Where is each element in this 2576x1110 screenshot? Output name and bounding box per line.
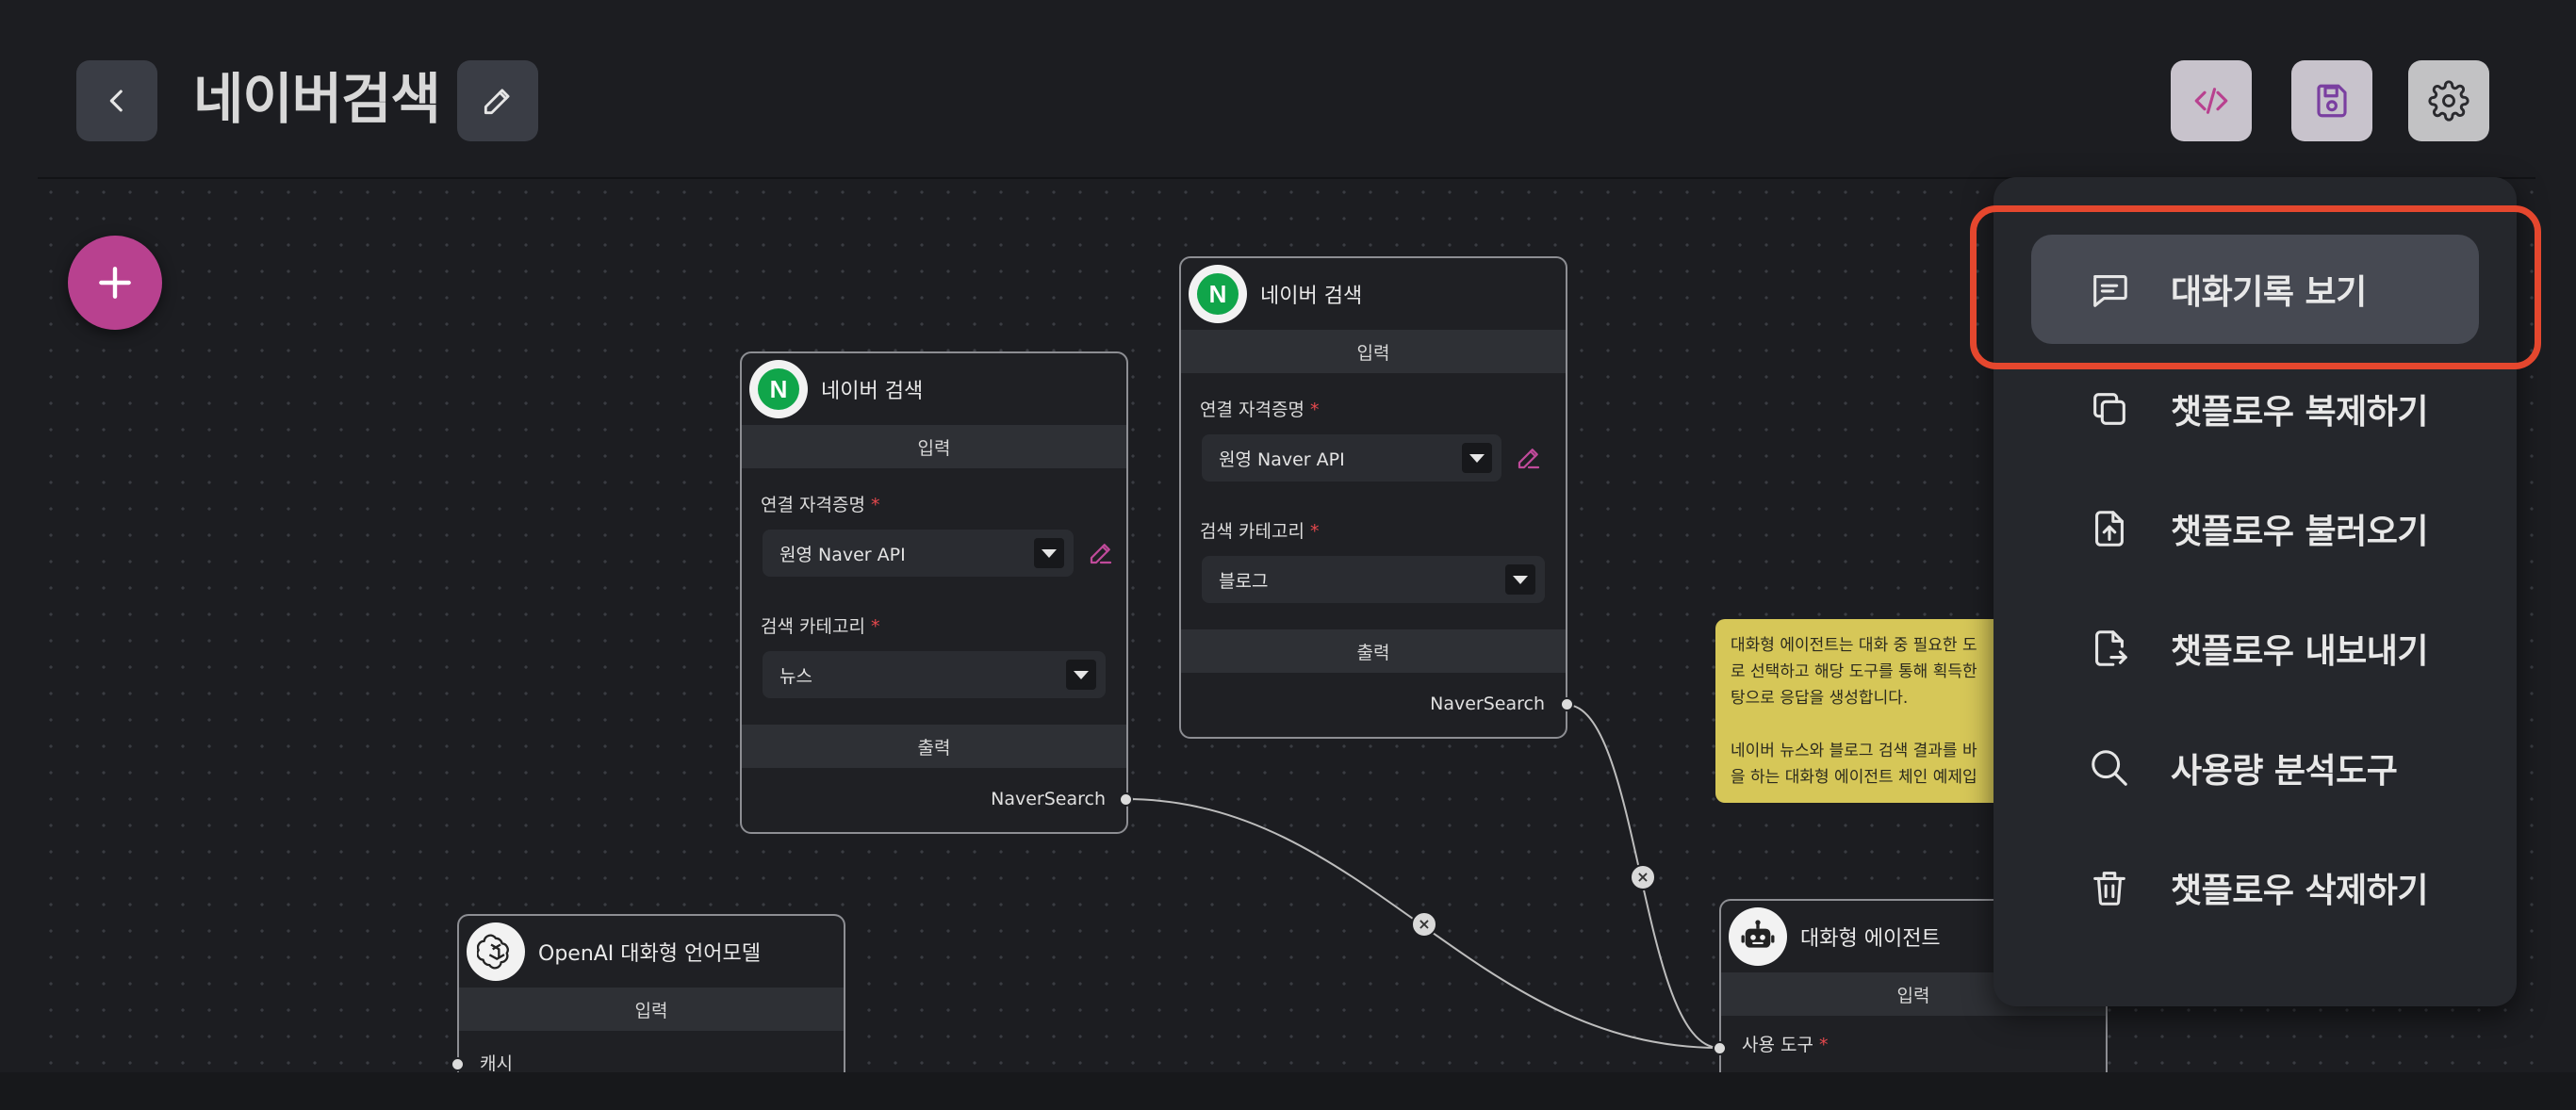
delete-edge-button[interactable]: ×	[1630, 864, 1656, 890]
input-section-header: 입력	[459, 988, 844, 1031]
menu-item-delete[interactable]: 챗플로우 삭제하기	[2031, 833, 2479, 942]
naver-search-node[interactable]: N 네이버 검색 입력 연결 자격증명 * 원영 Naver API 검색 카테…	[1179, 256, 1567, 739]
edit-title-button[interactable]	[457, 60, 538, 141]
menu-item-label: 챗플로우 삭제하기	[2171, 872, 2429, 910]
cache-label: 캐시	[480, 1053, 513, 1072]
required-mark: *	[1819, 1035, 1829, 1055]
required-mark: *	[1309, 400, 1320, 420]
naver-logo-letter: N	[758, 368, 799, 410]
credential-select[interactable]: 원영 Naver API	[763, 530, 1074, 577]
file-export-icon	[2095, 630, 2127, 666]
chevron-down-icon	[1034, 538, 1064, 568]
tools-label-text: 사용 도구	[1742, 1035, 1813, 1055]
node-title: 대화형 에이전트	[1800, 927, 1941, 951]
naver-logo-letter: N	[1197, 273, 1239, 315]
node-title: 네이버 검색	[821, 380, 924, 403]
node-title: OpenAI 대화형 언어모델	[538, 942, 761, 966]
output-handle[interactable]	[1560, 697, 1574, 711]
edit-credential-icon[interactable]	[1515, 444, 1543, 472]
category-select[interactable]: 뉴스	[763, 651, 1106, 698]
credential-value: 원영 Naver API	[779, 544, 906, 565]
category-label-text: 검색 카테고리	[1200, 521, 1304, 542]
top-bar: 네이버검색	[0, 0, 2576, 175]
credential-label-text: 연결 자격증명	[1200, 400, 1304, 420]
input-section-header: 입력	[1181, 330, 1566, 373]
required-mark: *	[870, 616, 880, 637]
chevron-left-icon	[109, 90, 123, 112]
naver-logo-icon: N	[1189, 265, 1247, 323]
code-icon	[2194, 88, 2228, 114]
naver-search-node[interactable]: N 네이버 검색 입력 연결 자격증명 * 원영 Naver API 검색 카테…	[740, 351, 1128, 834]
category-select[interactable]: 블로그	[1202, 556, 1545, 603]
node-title: 네이버 검색	[1260, 285, 1363, 308]
save-icon	[2317, 84, 2347, 118]
category-label: 검색 카테고리 *	[1181, 517, 1566, 543]
output-handle[interactable]	[1119, 792, 1133, 807]
sticky-note-blank-line	[1731, 711, 2011, 738]
delete-edge-button[interactable]: ×	[1411, 911, 1437, 938]
chevron-down-icon	[1462, 443, 1492, 473]
settings-button[interactable]	[2408, 60, 2489, 141]
credential-label: 연결 자격증명 *	[742, 491, 1126, 516]
highlight-annotation-box	[1970, 205, 2541, 369]
menu-item-label: 챗플로우 불러오기	[2171, 513, 2429, 551]
output-section-header: 출력	[742, 725, 1126, 768]
menu-item-load[interactable]: 챗플로우 불러오기	[2031, 474, 2479, 583]
output-name: NaverSearch	[1430, 694, 1545, 714]
chevron-down-icon	[1066, 660, 1096, 690]
input-handle[interactable]	[451, 1057, 465, 1071]
canvas-bottom-edge	[0, 1072, 2576, 1110]
settings-menu: 대화기록 보기 챗플로우 복제하기 챗플로우 불러오기 챗플로우 내보내기 사용…	[1994, 177, 2517, 1006]
sticky-note-line: 을 하는 대화형 에이전트 체인 예제입	[1731, 768, 1977, 787]
output-section-header: 출력	[1181, 629, 1566, 673]
conversational-agent-node[interactable]: 대화형 에이전트 입력 사용 도구 *	[1719, 899, 2108, 1072]
pencil-icon	[484, 89, 510, 115]
menu-item-label: 챗플로우 내보내기	[2171, 632, 2429, 671]
required-mark: *	[1309, 521, 1320, 542]
openai-chat-model-node[interactable]: OpenAI 대화형 언어모델 입력 캐시	[457, 914, 845, 1072]
robot-icon	[1729, 907, 1787, 966]
sticky-note-line: 대화형 에이전트는 대화 중 필요한 도	[1731, 636, 1977, 655]
credential-select[interactable]: 원영 Naver API	[1202, 434, 1501, 482]
save-button[interactable]	[2291, 60, 2372, 141]
sticky-note-line: 네이버 뉴스와 블로그 검색 결과를 바	[1731, 742, 1977, 760]
sticky-note-line: 로 선택하고 해당 도구를 통해 획득한	[1731, 662, 1977, 681]
menu-item-duplicate[interactable]: 챗플로우 복제하기	[2031, 354, 2479, 464]
search-icon	[2092, 750, 2127, 786]
openai-logo-icon	[467, 922, 525, 981]
file-upload-icon	[2095, 511, 2124, 547]
chevron-down-icon	[1505, 564, 1535, 595]
category-label-text: 검색 카테고리	[761, 616, 865, 637]
menu-item-label: 챗플로우 복제하기	[2171, 393, 2429, 432]
menu-item-label: 사용량 분석도구	[2171, 752, 2398, 791]
naver-logo-icon: N	[749, 360, 808, 418]
back-button[interactable]	[76, 60, 157, 141]
required-mark: *	[870, 495, 880, 515]
page-title: 네이버검색	[193, 67, 441, 131]
sticky-note[interactable]: 대화형 에이전트는 대화 중 필요한 도 로 선택하고 해당 도구를 통해 획득…	[1715, 619, 2026, 803]
category-value: 뉴스	[779, 665, 812, 687]
menu-item-view-messages[interactable]: 대화기록 보기	[2031, 235, 2479, 344]
category-value: 블로그	[1219, 570, 1269, 592]
plus-icon	[99, 267, 131, 299]
menu-item-analytics[interactable]: 사용량 분석도구	[2031, 713, 2479, 823]
tools-input-handle[interactable]	[1713, 1041, 1727, 1055]
add-node-button[interactable]	[68, 236, 162, 330]
edit-credential-icon[interactable]	[1087, 539, 1115, 567]
input-section-header: 입력	[742, 425, 1126, 468]
category-label: 검색 카테고리 *	[742, 612, 1126, 638]
embed-code-button[interactable]	[2171, 60, 2252, 141]
output-name: NaverSearch	[991, 789, 1106, 809]
menu-item-label: 대화기록 보기	[2171, 273, 2367, 312]
trash-icon	[2093, 872, 2125, 906]
menu-item-export[interactable]: 챗플로우 내보내기	[2031, 594, 2479, 703]
credential-label: 연결 자격증명 *	[1181, 396, 1566, 421]
credential-label-text: 연결 자격증명	[761, 495, 865, 515]
chat-icon	[2093, 275, 2127, 307]
tools-label: 사용 도구 *	[1721, 1031, 2106, 1056]
duplicate-icon	[2093, 393, 2125, 425]
gear-icon	[2428, 80, 2469, 122]
credential-value: 원영 Naver API	[1219, 449, 1345, 470]
sticky-note-line: 탕으로 응답을 생성합니다.	[1731, 689, 1909, 708]
